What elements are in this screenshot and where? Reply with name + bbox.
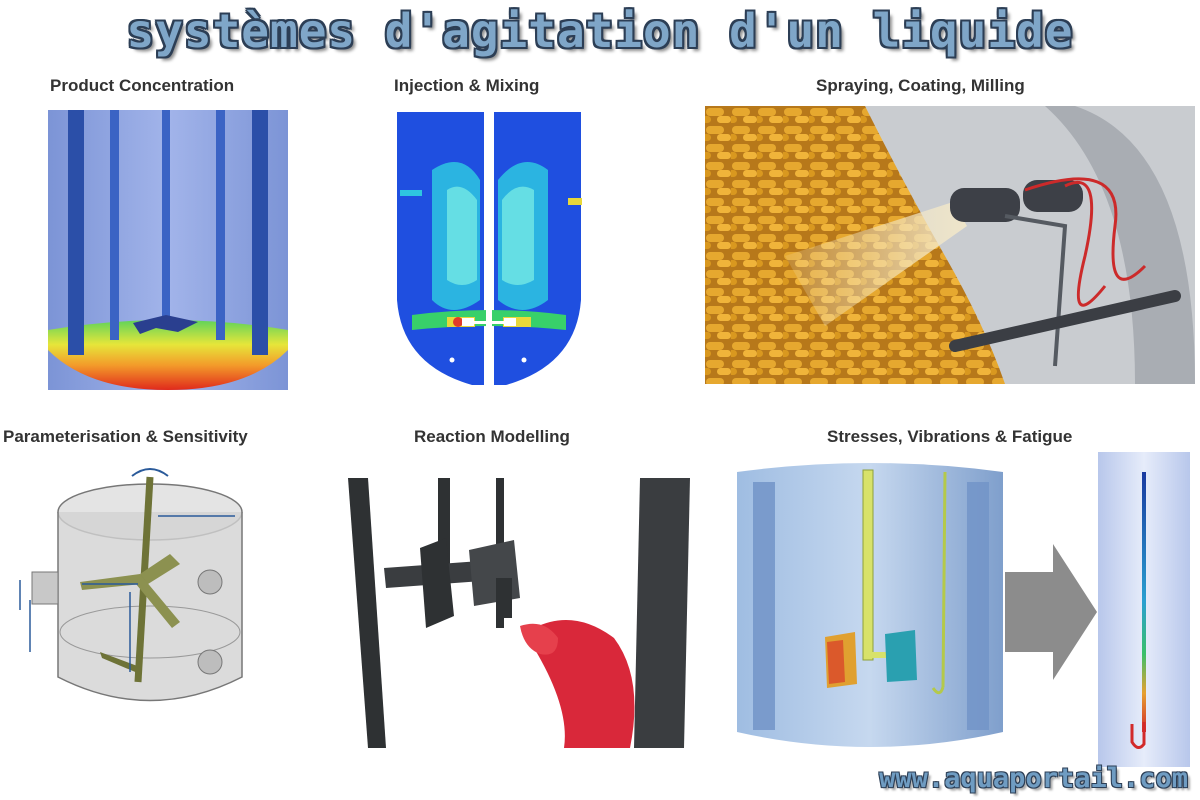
panel-label-parameterisation-sensitivity: Parameterisation & Sensitivity xyxy=(3,427,248,446)
product-concentration-image xyxy=(48,110,288,390)
spray-coating-illustration xyxy=(705,106,1195,384)
cfd-mixing-contour xyxy=(392,110,586,390)
parametric-tank-illustration xyxy=(19,468,243,702)
panel-label-injection-mixing: Injection & Mixing xyxy=(394,76,540,95)
shaft-stress-contour xyxy=(1098,452,1190,767)
panel-label-product-concentration: Product Concentration xyxy=(50,76,235,95)
parameterisation-image xyxy=(10,462,250,712)
reaction-modelling-image xyxy=(344,478,700,748)
stress-shaft-result-image xyxy=(1098,452,1190,767)
stress-analysis-illustration xyxy=(737,463,1097,747)
tank-concentration-illustration xyxy=(48,110,288,390)
page-title: systèmes d'agitation d'un liquide xyxy=(126,4,1074,58)
spraying-coating-image xyxy=(705,106,1195,384)
panel-label-reaction-modelling: Reaction Modelling xyxy=(414,427,570,446)
injection-mixing-image xyxy=(392,110,586,390)
panel-label-spraying-coating-milling: Spraying, Coating, Milling xyxy=(816,76,1025,95)
reaction-plume-illustration xyxy=(344,478,700,748)
website-url: www.aquaportail.com xyxy=(879,763,1188,794)
stresses-vibrations-image xyxy=(735,462,1110,762)
panel-label-stresses-vibrations-fatigue: Stresses, Vibrations & Fatigue xyxy=(827,427,1073,446)
